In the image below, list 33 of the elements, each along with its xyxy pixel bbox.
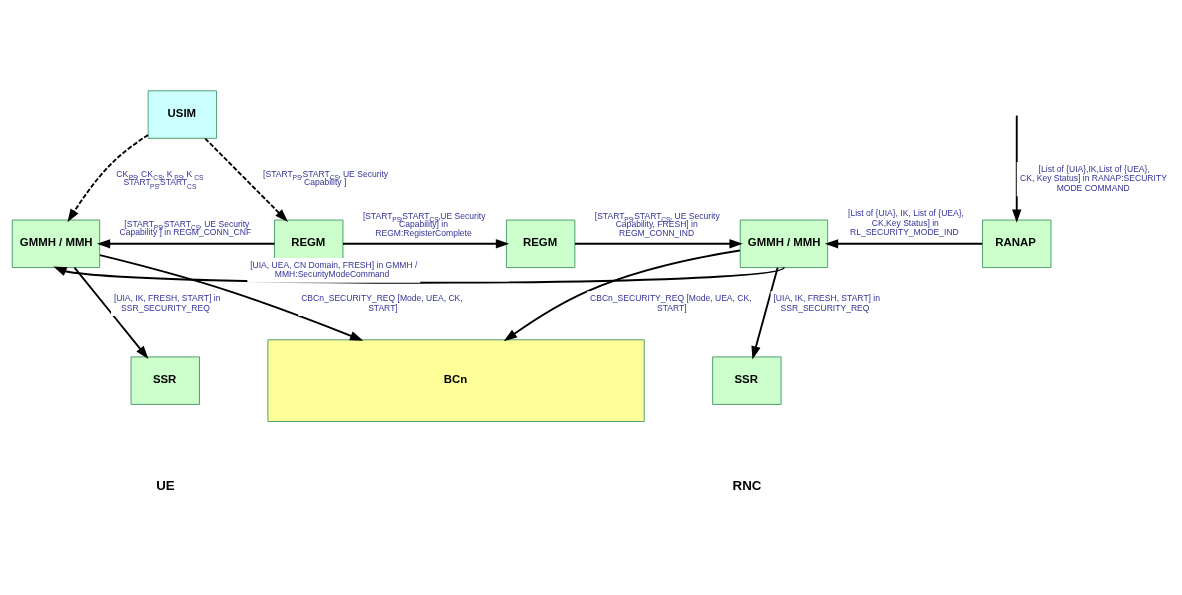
node-box: BCn	[267, 339, 645, 422]
label: RNC	[732, 477, 762, 493]
node-box: GMMH / MMH	[11, 219, 101, 269]
node-box: RANAP	[982, 219, 1052, 269]
arrow	[574, 239, 743, 249]
arrow	[1012, 114, 1022, 223]
node-box: GMMH / MMH	[739, 219, 829, 269]
arrow	[503, 249, 741, 342]
edge-label: [List of {UIA},IK,List of {UEA}, CK, Key Status] in RANAP:SECURITY MODE COMMAND	[1020, 163, 1167, 193]
label: UE	[156, 477, 175, 493]
arrow	[342, 239, 510, 249]
edge-label: CBCn_SECURITY_REQ [Mode, UEA, CK, START]	[301, 293, 463, 313]
arrow	[96, 239, 276, 249]
edge-label: [START$_{PS}$,START$_{CS}$, UE Security Capability, FRESH] in REGM_CONN_IND	[594, 210, 720, 238]
arrow	[824, 239, 984, 249]
node-box: USIM	[147, 90, 218, 139]
edge-label: [START$_{PS}$,START$_{CS}$, UE Security Capability ] in REGM_CONN_CNF	[119, 218, 252, 238]
edge-label: [UIA, IK, FRESH, START] in SSR_SECURITY_REQ	[113, 293, 221, 313]
arrow	[67, 134, 149, 223]
edge-label: [START$_{PS}$,START$_{CS}$,UE Security Capability] in REGM:RegisterComplete	[362, 210, 486, 238]
arrow	[73, 266, 149, 359]
node-box: REGM	[505, 219, 576, 269]
edge-label: [UIA, UEA, CN Domain, FRESH] in GMMH / MMH:SecurityModeCommand	[250, 259, 418, 280]
edge-label: [List of {UIA}, IK, List of {UEA}, CK,Key Status] in RL_SECURITY_MODE_IND	[848, 208, 964, 238]
arrow	[751, 266, 779, 360]
edge-label: [UIA, IK, FRESH, START] in SSR_SECURITY_REQ	[773, 293, 881, 313]
edge-label: CBCn_SECURITY_REQ [Mode, UEA, CK, START]	[590, 293, 752, 313]
node-box: SSR	[712, 356, 782, 405]
node-box: SSR	[130, 356, 200, 405]
arrow	[99, 254, 364, 341]
edge-label: CK$_{PS}$, CK$_{CS}$, K $_{PS}$, K $_{CS}$ START$_{PS}$,START$_{CS}$	[116, 168, 204, 190]
arrow	[204, 137, 289, 222]
edge-label: [START$_{PS}$,START$_{CS}$, UE Security Capability ]	[263, 168, 389, 188]
